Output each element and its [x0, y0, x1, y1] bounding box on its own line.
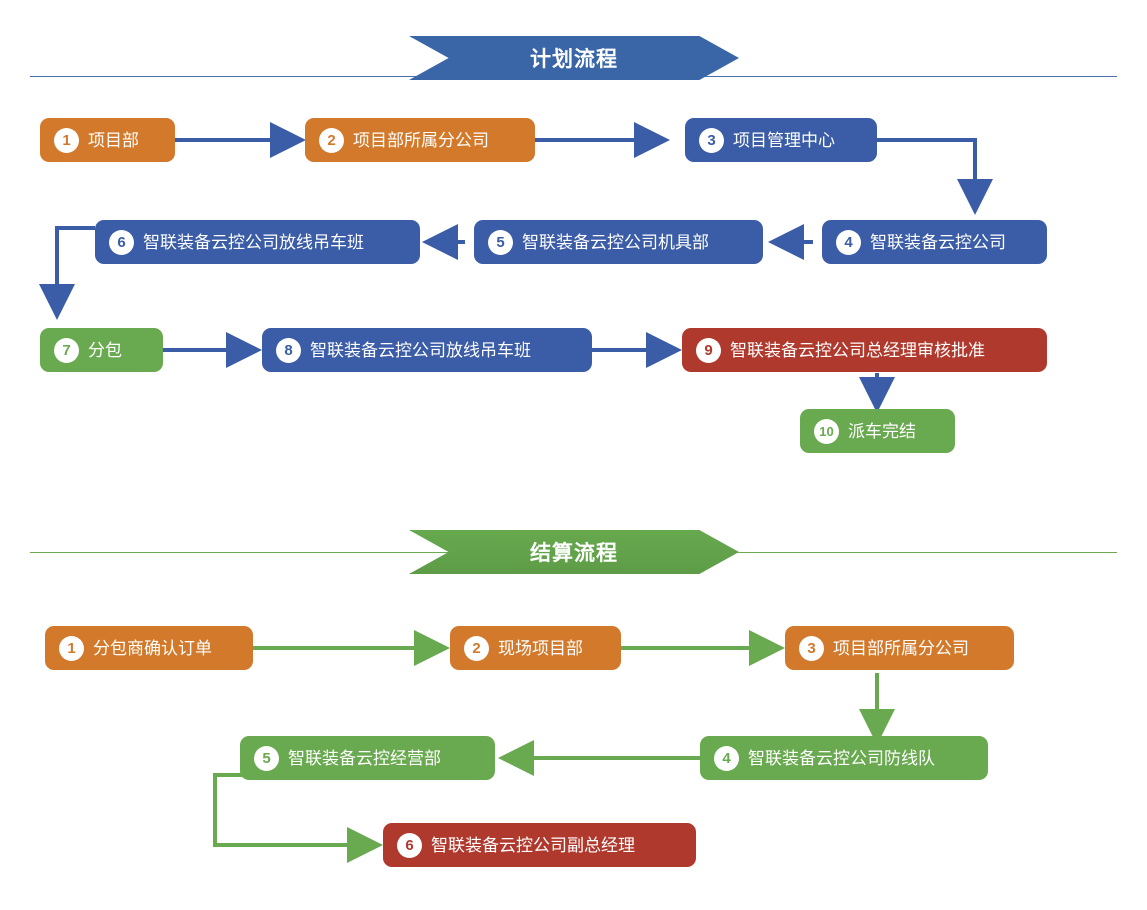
- plan-node-8[interactable]: 8 智联装备云控公司放线吊车班: [262, 328, 592, 372]
- settlement-node-5[interactable]: 5 智联装备云控经营部: [240, 736, 495, 780]
- step-number-badge: 1: [59, 635, 84, 661]
- plan-node-4[interactable]: 4 智联装备云控公司: [822, 220, 1047, 264]
- settlement-node-4[interactable]: 4 智联装备云控公司防线队: [700, 736, 988, 780]
- node-label: 现场项目部: [498, 638, 583, 658]
- node-label: 项目管理中心: [733, 130, 835, 150]
- plan-node-9[interactable]: 9 智联装备云控公司总经理审核批准: [682, 328, 1047, 372]
- step-number-badge: 2: [319, 127, 344, 153]
- plan-node-5[interactable]: 5 智联装备云控公司机具部: [474, 220, 763, 264]
- step-number-badge: 2: [464, 635, 489, 661]
- step-number-badge: 1: [54, 127, 79, 153]
- plan-node-2[interactable]: 2 项目部所属分公司: [305, 118, 535, 162]
- node-label: 派车完结: [848, 421, 916, 441]
- step-number-badge: 7: [54, 337, 79, 363]
- settlement-node-2[interactable]: 2 现场项目部: [450, 626, 621, 670]
- node-label: 智联装备云控公司机具部: [522, 232, 709, 252]
- plan-node-10[interactable]: 10 派车完结: [800, 409, 955, 453]
- step-number-badge: 5: [254, 745, 279, 771]
- node-label: 智联装备云控公司: [870, 232, 1006, 252]
- step-number-badge: 10: [814, 418, 839, 444]
- step-number-badge: 3: [799, 635, 824, 661]
- plan-node-6[interactable]: 6 智联装备云控公司放线吊车班: [95, 220, 420, 264]
- plan-banner-label: 计划流程: [530, 48, 618, 71]
- node-label: 智联装备云控经营部: [288, 748, 441, 768]
- step-number-badge: 9: [696, 337, 721, 363]
- node-label: 项目部: [88, 130, 139, 150]
- step-number-badge: 4: [836, 229, 861, 255]
- node-label: 项目部所属分公司: [353, 130, 489, 150]
- settlement-node-3[interactable]: 3 项目部所属分公司: [785, 626, 1014, 670]
- step-number-badge: 4: [714, 745, 739, 771]
- plan-node-3[interactable]: 3 项目管理中心: [685, 118, 877, 162]
- node-label: 智联装备云控公司副总经理: [431, 835, 635, 855]
- step-number-badge: 6: [397, 832, 422, 858]
- node-label: 智联装备云控公司放线吊车班: [310, 340, 531, 360]
- step-number-badge: 8: [276, 337, 301, 363]
- node-label: 项目部所属分公司: [833, 638, 969, 658]
- settlement-banner: 结算流程: [409, 530, 739, 574]
- step-number-badge: 5: [488, 229, 513, 255]
- plan-banner: 计划流程: [409, 36, 739, 80]
- node-label: 智联装备云控公司总经理审核批准: [730, 340, 985, 360]
- node-label: 智联装备云控公司放线吊车班: [143, 232, 364, 252]
- node-label: 分包: [88, 340, 122, 360]
- node-label: 分包商确认订单: [93, 638, 212, 658]
- settlement-banner-label: 结算流程: [530, 542, 618, 565]
- settlement-node-6[interactable]: 6 智联装备云控公司副总经理: [383, 823, 696, 867]
- step-number-badge: 3: [699, 127, 724, 153]
- plan-node-1[interactable]: 1 项目部: [40, 118, 175, 162]
- node-label: 智联装备云控公司防线队: [748, 748, 935, 768]
- plan-node-7[interactable]: 7 分包: [40, 328, 163, 372]
- settlement-node-1[interactable]: 1 分包商确认订单: [45, 626, 253, 670]
- step-number-badge: 6: [109, 229, 134, 255]
